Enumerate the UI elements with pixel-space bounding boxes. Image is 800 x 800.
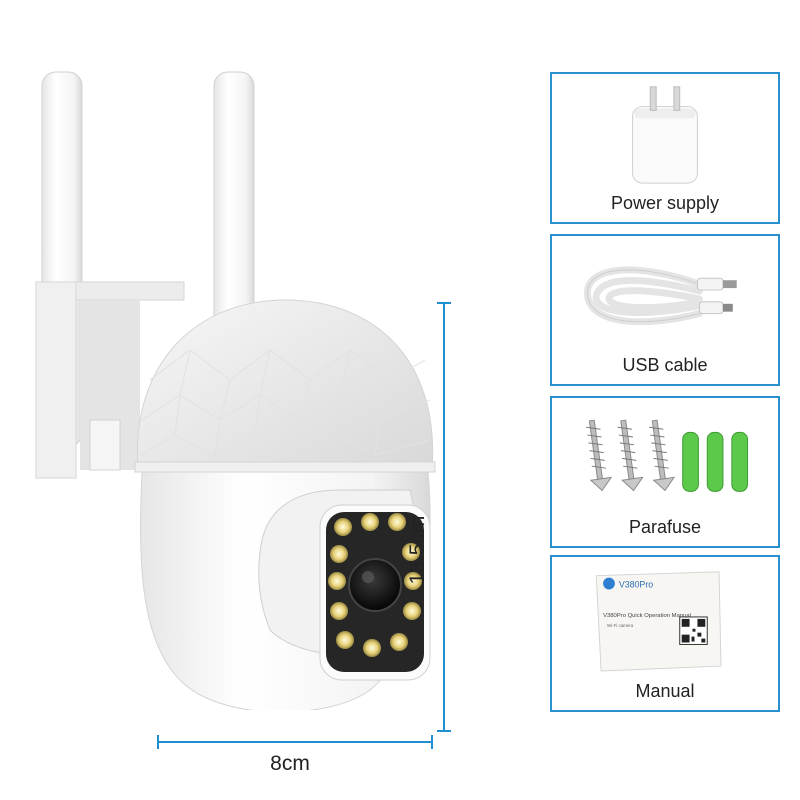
accessory-box-power-supply: Power supply bbox=[550, 72, 780, 224]
usb-cable-image bbox=[583, 266, 737, 326]
camera-dome bbox=[134, 299, 436, 473]
power-adapter-image bbox=[632, 86, 698, 184]
ir-led-array bbox=[328, 513, 422, 657]
accessory-box-usb-cable: USB cable bbox=[550, 234, 780, 386]
height-dimension-line bbox=[437, 302, 451, 732]
manual-heading: V380Pro Quick Operation Manual bbox=[603, 613, 691, 619]
camera-lens bbox=[348, 558, 402, 612]
wall-bracket bbox=[35, 281, 185, 479]
wall-anchor-icon bbox=[682, 431, 749, 492]
usb-cable-label: USB cable bbox=[622, 355, 708, 375]
manual-subheading: Wi-Fi camera bbox=[607, 623, 634, 628]
accessory-box-manual: V380Pro V380Pro Quick Operation Manual W… bbox=[550, 555, 780, 712]
width-dimension-label: 8cm bbox=[270, 752, 310, 775]
camera-image bbox=[35, 71, 436, 710]
screws-and-anchors-image bbox=[586, 419, 749, 492]
manual-label: Manual bbox=[635, 681, 695, 701]
qr-code-icon bbox=[679, 616, 708, 645]
manual-image: V380Pro V380Pro Quick Operation Manual W… bbox=[595, 571, 722, 672]
width-dimension-line bbox=[157, 735, 433, 749]
power-supply-label: Power supply bbox=[610, 193, 720, 213]
accessory-box-screws: Parafuse bbox=[550, 396, 780, 548]
manual-brand: V380Pro bbox=[619, 579, 653, 589]
height-dimension-label: 13.5cm bbox=[406, 515, 429, 585]
screws-label: Parafuse bbox=[628, 517, 702, 537]
screw-icon bbox=[586, 419, 676, 492]
